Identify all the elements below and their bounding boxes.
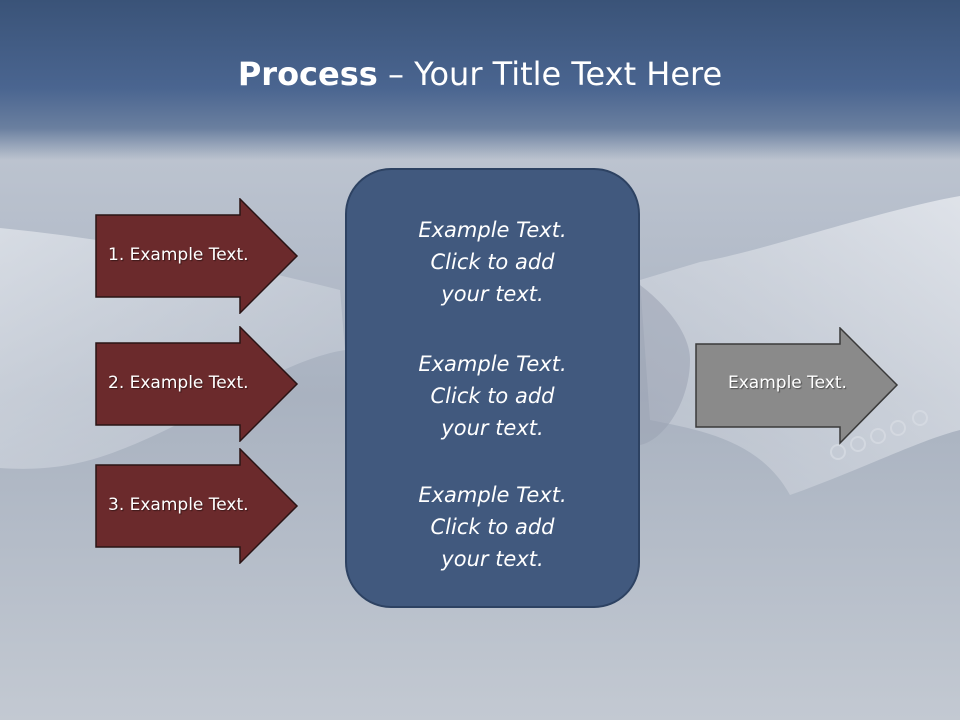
left-arrow-1[interactable]: 1. Example Text. <box>95 198 300 314</box>
text-line: Click to add <box>430 250 555 274</box>
arrow-label: 1. Example Text. <box>108 245 249 265</box>
arrow-shape <box>695 327 899 445</box>
text-line: your text. <box>441 416 544 440</box>
hands-shape <box>640 285 690 445</box>
text-line: Click to add <box>430 515 555 539</box>
center-text-block-3: Example Text. Click to add your text. <box>347 479 638 575</box>
text-line: your text. <box>441 547 544 571</box>
right-arrow[interactable]: Example Text. <box>695 327 900 445</box>
arrow-shape <box>95 326 299 442</box>
text-line: Example Text. <box>418 483 567 507</box>
title-band <box>0 0 960 160</box>
text-line: Example Text. <box>418 218 567 242</box>
title-rest: – Your Title Text Here <box>377 55 723 93</box>
arrow-label: 2. Example Text. <box>108 373 249 393</box>
text-line: your text. <box>441 282 544 306</box>
left-arrow-2[interactable]: 2. Example Text. <box>95 326 300 442</box>
center-text-block-1: Example Text. Click to add your text. <box>347 214 638 310</box>
left-arrow-3[interactable]: 3. Example Text. <box>95 448 300 564</box>
slide-title[interactable]: Process – Your Title Text Here <box>0 52 960 96</box>
center-text-block-2: Example Text. Click to add your text. <box>347 348 638 444</box>
text-line: Example Text. <box>418 352 567 376</box>
arrow-shape <box>95 448 299 564</box>
text-line: Click to add <box>430 384 555 408</box>
title-bold: Process <box>237 55 378 93</box>
center-content-box[interactable]: Example Text. Click to add your text. Ex… <box>345 168 640 608</box>
arrow-label: 3. Example Text. <box>108 495 249 515</box>
cuff-buttons <box>830 410 928 460</box>
arrow-label: Example Text. <box>728 373 847 393</box>
arrow-shape <box>95 198 299 314</box>
